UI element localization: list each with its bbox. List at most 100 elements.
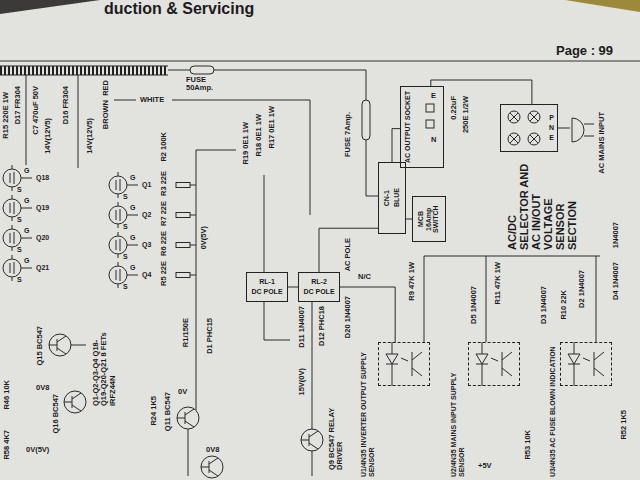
circuit-wire	[486, 256, 487, 342]
component-label: 0V8	[36, 384, 49, 392]
circuit-wire	[114, 100, 136, 101]
resistor-symbol	[176, 213, 190, 218]
wire-connector	[392, 129, 400, 162]
component-label: C7 470uF 50V	[32, 86, 40, 135]
terminal-screw	[530, 113, 538, 121]
socket-hole	[426, 104, 434, 128]
optocoupler-symbol	[482, 342, 483, 354]
component-label: R9 47K 1W	[408, 262, 416, 301]
circuit-wire	[190, 245, 196, 246]
component-label: R2 100K	[160, 132, 168, 162]
component-label: N	[431, 136, 436, 144]
optocoupler-symbol	[482, 364, 483, 386]
connector-block: CN-1BLUE	[378, 162, 406, 234]
component-label: 14V(12V5)	[86, 118, 94, 154]
component-label: D16 FR304	[62, 86, 70, 124]
relay-box: RL-2 DC POLE	[298, 272, 340, 302]
component-label: Q20	[36, 234, 49, 242]
component-label: 250E 1/2W	[462, 96, 470, 133]
component-label: S	[17, 246, 22, 254]
component-label: D17 FR304	[14, 86, 22, 124]
component-label: 0V(5V)	[26, 446, 49, 454]
transistor-symbol	[64, 391, 86, 413]
box-label: MCB 16Amp SWITCH	[417, 201, 440, 237]
resistor-symbol	[176, 183, 190, 188]
page-shade	[0, 0, 640, 14]
header-rule	[0, 60, 640, 61]
transistor-symbol	[49, 334, 71, 356]
component-label: Q2	[142, 211, 151, 219]
terminal-screw	[528, 111, 540, 123]
component-label: D4 1N4007	[612, 262, 620, 300]
circuit-wire	[190, 215, 196, 216]
component-label: 14V(12V5)	[44, 118, 52, 154]
circuit-wire	[424, 256, 425, 342]
terminal-screw	[508, 111, 540, 145]
optocoupler-box: U1/4N35 INVERTER OUTPUT SUPPLY SENSOR	[378, 342, 430, 386]
component-label: S	[17, 276, 22, 284]
component-label: E	[431, 92, 436, 100]
circuit-wire	[424, 256, 600, 257]
optocoupler-symbol	[491, 358, 498, 361]
circuit-wire	[196, 150, 236, 151]
part-heading: U3/4N35 AC FUSE BLOWN INDICATION	[549, 343, 557, 477]
component-label: R15 220E 1W	[2, 92, 10, 139]
component-label: R11 47K 1W	[494, 262, 502, 305]
terminal-block: PNE	[500, 104, 558, 152]
part-heading: U2/4N35 MAINS INPUT SUPPLY SENSOR	[450, 343, 465, 477]
mains-plug-symbol	[584, 124, 594, 136]
circuit-wire	[264, 175, 265, 272]
transformer-winding	[0, 75, 168, 76]
optocoupler-symbol	[401, 358, 408, 361]
resistor-symbol	[176, 243, 190, 248]
transistor-symbol	[49, 334, 323, 478]
circuit-wire	[190, 185, 196, 186]
transistor-symbol	[201, 456, 223, 478]
transformer-winding	[0, 66, 168, 75]
component-label: G	[130, 204, 135, 212]
mains-plug-symbol	[572, 118, 594, 142]
component-label: FUSE 50Amp.	[186, 76, 226, 93]
component-label: Q1	[142, 181, 151, 189]
component-label: AC POLE	[344, 238, 352, 271]
component-label: R18 0E1 1W	[255, 114, 263, 157]
optocoupler-symbol	[502, 352, 503, 376]
component-label: 1N4007	[612, 222, 620, 248]
box-label: DC POLE	[303, 288, 334, 296]
component-label: 0V8	[206, 446, 219, 454]
circuit-wire	[172, 100, 310, 215]
terminal-screw	[510, 113, 518, 121]
circuit-wire	[264, 302, 290, 340]
circuit-wire	[71, 345, 86, 346]
component-label: S	[123, 223, 128, 231]
box-label: N	[549, 124, 554, 132]
fuse-symbol	[362, 100, 370, 140]
component-label: S	[123, 253, 128, 261]
component-label: RED	[102, 80, 110, 96]
optocoupler-symbol	[583, 358, 590, 361]
optocoupler-symbol	[594, 352, 595, 376]
box-label: P	[549, 114, 554, 122]
terminal-screw	[530, 135, 538, 143]
box-label: AC OUTPUT SOCKET	[404, 91, 412, 163]
component-label: R58 4K7	[3, 430, 11, 460]
optocoupler-symbol	[568, 354, 580, 364]
component-label: S	[17, 216, 22, 224]
circuit-wire	[596, 256, 597, 342]
ac-output-socket: AC OUTPUT SOCKET	[400, 86, 444, 168]
component-label: Q9 BC547 RELAY DRIVER	[328, 380, 345, 470]
component-label: Q18	[36, 174, 49, 182]
circuit-wire	[26, 70, 600, 476]
component-label: Q11 BC547	[164, 392, 172, 431]
box-label: RL-2	[311, 278, 327, 286]
component-label: R24 1K5	[150, 396, 158, 426]
circuit-wire	[558, 128, 570, 129]
optocoupler-symbol	[574, 342, 575, 354]
wire-connector	[319, 228, 378, 272]
circuit-wire	[168, 70, 190, 71]
optocoupler-symbol	[594, 352, 604, 360]
component-label: R17 0E1 1W	[268, 106, 276, 149]
optocoupler-symbol	[502, 368, 512, 376]
relay-box: RL-1DC POLE	[246, 272, 288, 302]
